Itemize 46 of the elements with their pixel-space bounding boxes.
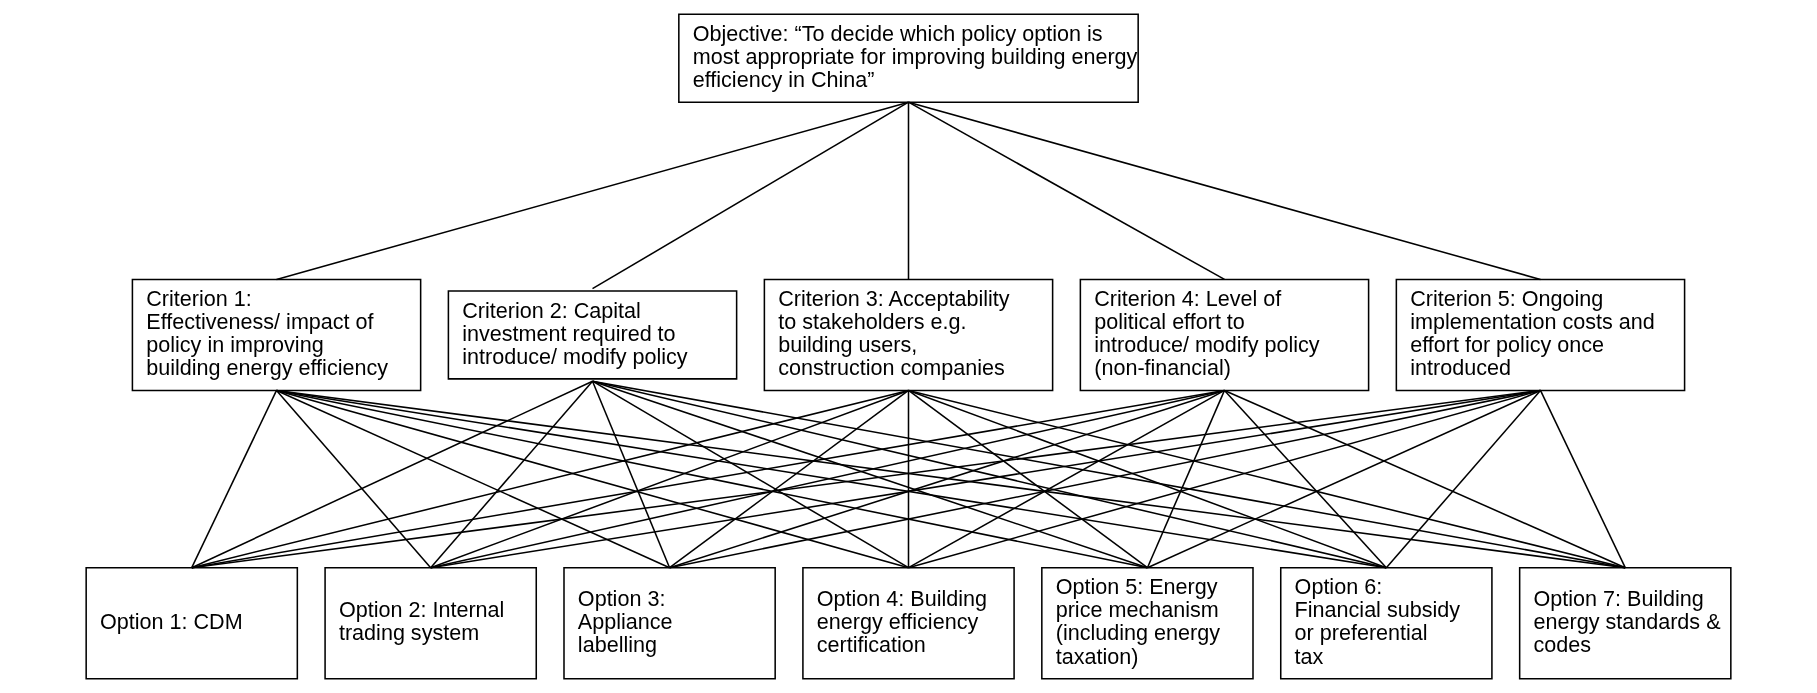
connector [668, 389, 1226, 569]
connector [907, 389, 1388, 569]
connector [907, 389, 910, 569]
node-box: Option 2: Internal trading system [324, 566, 537, 680]
connector [191, 380, 594, 569]
connector [907, 389, 1149, 569]
connector [1146, 389, 1226, 569]
connector [275, 389, 1149, 569]
connector [668, 389, 910, 569]
connector [275, 389, 671, 569]
node-box: Option 4: Building energy efficiency certification [802, 566, 1015, 680]
connector [191, 389, 278, 569]
connector [1146, 389, 1542, 569]
connector [591, 380, 910, 569]
connector [907, 101, 1226, 281]
connector [191, 389, 1226, 569]
connector [1223, 389, 1626, 569]
connector [275, 389, 432, 569]
connector [907, 101, 1542, 281]
connector [591, 380, 1388, 569]
node-box: Option 3: Appliance labelling [563, 566, 776, 680]
connector [1223, 389, 1388, 569]
connector [668, 389, 1542, 569]
node-box: Criterion 4: Level of political effort to introduce/ modify policy (non-financial) [1079, 278, 1370, 392]
connector [591, 380, 1626, 569]
node-box: Option 6: Financial subsidy or preferential tax [1280, 566, 1493, 680]
connector [275, 389, 1388, 569]
connector [1385, 389, 1542, 569]
connector [275, 101, 910, 281]
connector [591, 380, 671, 569]
connector [429, 389, 1226, 569]
node-box: Criterion 1: Effectiveness/ impact of policy in improving building energy efficiency [131, 278, 422, 392]
node-box: Criterion 5: Ongoing implementation costs and effort for policy once introduced [1395, 278, 1686, 392]
node-box: Option 1: CDM [85, 566, 299, 680]
node-box: Option 7: Building energy standards & codes [1518, 566, 1732, 680]
node-box: Criterion 2: Capital investment required to introduce/ modify policy [447, 290, 738, 380]
node-box: Option 5: Energy price mechanism (including energy taxation) [1041, 566, 1254, 680]
connector [591, 101, 910, 290]
node-box: Criterion 3: Acceptability to stakeholders e.g. building users, construction companies [763, 278, 1054, 392]
node-box: Objective: “To decide which policy option is most appropriate for improving building energy efficiency in China” [678, 13, 1139, 103]
connector [429, 389, 1542, 569]
connector [429, 380, 594, 569]
connector [907, 389, 1226, 569]
connector [591, 380, 1149, 569]
connector [907, 101, 910, 281]
connector [1539, 389, 1626, 569]
